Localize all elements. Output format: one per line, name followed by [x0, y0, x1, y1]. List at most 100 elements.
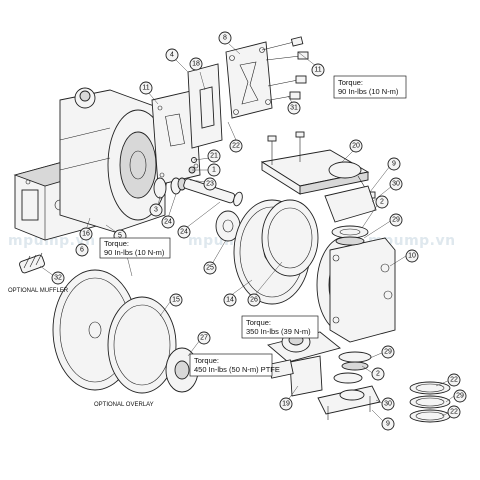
svg-text:1: 1 — [212, 167, 216, 174]
svg-text:350 In-lbs (39 N-m): 350 In-lbs (39 N-m) — [246, 327, 311, 336]
optional-muffler-label: OPTIONAL MUFFLER — [8, 288, 69, 294]
svg-text:30: 30 — [384, 401, 392, 408]
svg-text:5: 5 — [118, 233, 122, 240]
svg-text:9: 9 — [392, 161, 396, 168]
svg-text:19: 19 — [282, 401, 290, 408]
callout-24-upper: 26 — [247, 293, 261, 307]
svg-text:21: 21 — [210, 153, 218, 160]
callout-14-upper: 14 — [223, 293, 237, 307]
svg-text:32: 32 — [54, 275, 62, 282]
svg-text:29: 29 — [384, 349, 392, 356]
callout-2-lower: 2 — [371, 367, 385, 381]
liquid-chamber — [316, 236, 396, 343]
callout-10: 10 — [405, 249, 419, 263]
torque-note-left: Torque: 90 In-lbs (10 N-m) — [99, 237, 171, 259]
callout-30-lower: 30 — [381, 397, 395, 411]
svg-text:3: 3 — [154, 207, 158, 214]
callout-27: 24 — [177, 225, 191, 239]
svg-text:26: 26 — [250, 297, 258, 304]
callout-1: 1 — [207, 163, 221, 177]
svg-text:4: 4 — [170, 52, 174, 59]
svg-text:22: 22 — [450, 409, 458, 416]
callout-6: 6 — [75, 243, 89, 257]
svg-text:30: 30 — [392, 181, 400, 188]
leader-lines — [39, 43, 455, 423]
seal-rings — [409, 381, 451, 423]
diaphragm-lower — [52, 269, 199, 394]
callout-22-bottom: 22 — [447, 405, 461, 419]
torque-note-bottom: Torque: 450 In-lbs (50 N-m) PTFE — [189, 353, 280, 377]
callout-29-rings: 29 — [453, 389, 467, 403]
svg-text:20: 20 — [352, 143, 360, 150]
valve-stack-upper — [324, 185, 377, 246]
svg-text:14: 14 — [226, 297, 234, 304]
pilot-valve-assembly — [187, 36, 309, 149]
svg-text:23: 23 — [206, 181, 214, 188]
callout-markers: 11 18 4 8 11 31 22 21 1 23 3 24 24 16 5 … — [51, 31, 467, 431]
svg-text:Torque:: Torque: — [338, 78, 363, 87]
svg-text:27: 27 — [200, 335, 208, 342]
callout-32: 32 — [51, 271, 65, 285]
callout-17: 11 — [139, 81, 153, 95]
callout-18: 18 — [189, 57, 203, 71]
svg-text:24: 24 — [180, 229, 188, 236]
callout-28: 24 — [161, 215, 175, 229]
svg-text:22: 22 — [232, 143, 240, 150]
watermark-left: mpump.vn — [8, 233, 96, 249]
svg-text:90 In-lbs (10 N-m): 90 In-lbs (10 N-m) — [104, 248, 165, 257]
callout-3: 3 — [149, 203, 163, 217]
callout-4: 4 — [165, 48, 179, 62]
svg-text:22: 22 — [450, 377, 458, 384]
callout-31: 31 — [287, 101, 301, 115]
svg-text:29: 29 — [392, 217, 400, 224]
discharge-manifold — [260, 131, 376, 199]
callout-2-upper: 2 — [375, 195, 389, 209]
callout-25: 22 — [229, 139, 243, 153]
svg-text:90 In-lbs (10 N-m): 90 In-lbs (10 N-m) — [338, 87, 399, 96]
torque-note-top-right: Torque: 90 In-lbs (10 N-m) — [333, 75, 407, 99]
svg-text:2: 2 — [380, 199, 384, 206]
callout-29-mid: 29 — [381, 345, 395, 359]
svg-text:Torque:: Torque: — [104, 239, 129, 248]
svg-text:15: 15 — [172, 297, 180, 304]
svg-text:11: 11 — [142, 85, 149, 92]
callout-19: 19 — [279, 397, 293, 411]
callout-8: 8 — [218, 31, 232, 45]
valve-stack-lower — [333, 351, 372, 384]
callout-15-lower: 15 — [169, 293, 183, 307]
svg-text:11: 11 — [314, 67, 321, 74]
svg-text:6: 6 — [80, 247, 84, 254]
svg-text:31: 31 — [290, 105, 298, 112]
svg-text:25: 25 — [206, 265, 214, 272]
svg-text:Torque:: Torque: — [246, 318, 271, 327]
callout-20: 20 — [349, 139, 363, 153]
svg-text:Torque:: Torque: — [194, 356, 219, 365]
torque-note-center: Torque: 350 In-lbs (39 N-m) — [241, 315, 319, 339]
svg-text:24: 24 — [164, 219, 172, 226]
callout-11: 11 — [311, 63, 325, 77]
svg-text:2: 2 — [376, 371, 380, 378]
svg-text:9: 9 — [386, 421, 390, 428]
svg-text:18: 18 — [192, 61, 200, 68]
center-housing — [59, 87, 169, 233]
callout-26: 23 — [203, 177, 217, 191]
svg-text:450 In-lbs (50 N-m) PTFE: 450 In-lbs (50 N-m) PTFE — [194, 365, 280, 374]
gasket-plate — [151, 89, 201, 186]
optional-overlay-label: OPTIONAL OVERLAY — [94, 402, 154, 408]
callout-16: 16 — [79, 227, 93, 241]
svg-text:8: 8 — [223, 35, 227, 42]
svg-text:16: 16 — [82, 231, 90, 238]
diaphragm-upper — [233, 199, 319, 305]
callout-22-top: 22 — [447, 373, 461, 387]
callout-24-lower: 27 — [197, 331, 211, 345]
callout-29-upper: 29 — [389, 213, 403, 227]
svg-text:10: 10 — [408, 253, 416, 260]
callout-23: 25 — [203, 261, 217, 275]
muffler — [19, 252, 45, 274]
callout-30-upper: 30 — [389, 177, 403, 191]
callout-9-upper: 9 — [387, 157, 401, 171]
svg-text:29: 29 — [456, 393, 464, 400]
callout-9-lower: 9 — [381, 417, 395, 431]
callout-21: 21 — [207, 149, 221, 163]
